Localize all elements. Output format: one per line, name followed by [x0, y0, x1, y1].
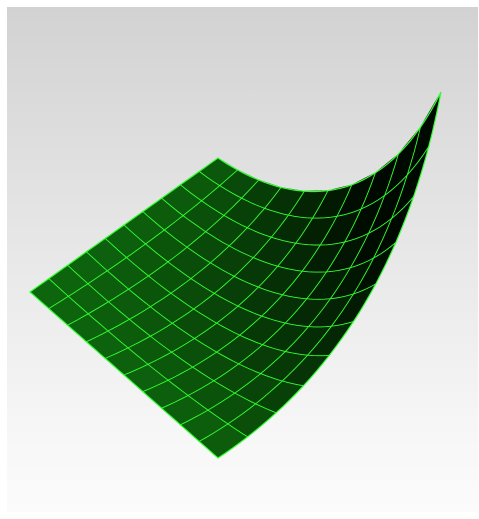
grid-line-v — [48, 169, 238, 309]
grid-line-v — [86, 187, 282, 343]
grid-line-v — [105, 190, 305, 359]
grid-line-v — [180, 153, 399, 426]
grid-line-v — [123, 190, 329, 376]
grid-line-v — [161, 172, 376, 409]
surface-gridlines — [48, 127, 430, 442]
grid-line-v — [198, 127, 421, 442]
grid-line-v — [142, 184, 353, 393]
grid-line-v — [67, 179, 260, 326]
surface-outline — [29, 91, 442, 459]
